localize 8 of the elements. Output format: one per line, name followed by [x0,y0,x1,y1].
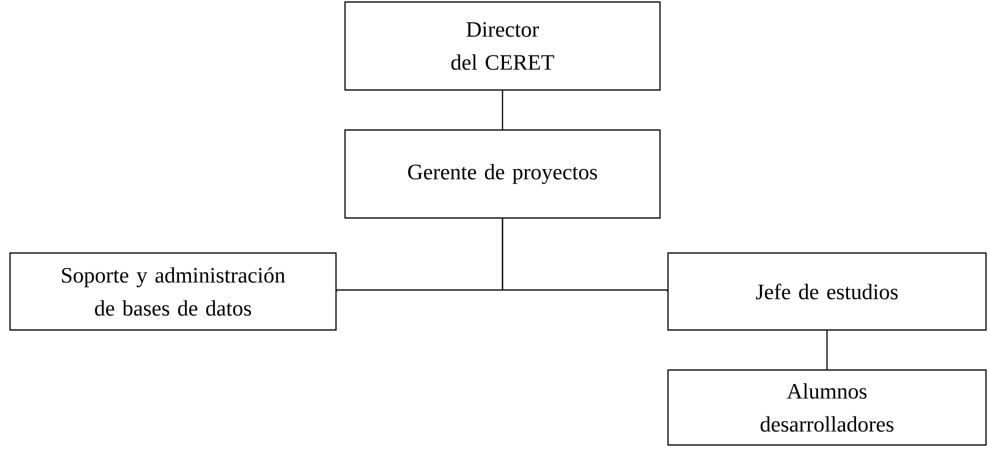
org-box: Jefe de estudios [667,252,987,331]
connector-line [502,218,668,292]
connector-line [502,90,504,130]
org-box: Gerente de proyectos [344,129,661,219]
org-box: Alumnos desarrolladores [667,369,987,446]
org-box: Director del CERET [344,1,661,91]
org-box: Soporte y administración de bases de datos [9,252,337,331]
connector-line [826,330,828,370]
